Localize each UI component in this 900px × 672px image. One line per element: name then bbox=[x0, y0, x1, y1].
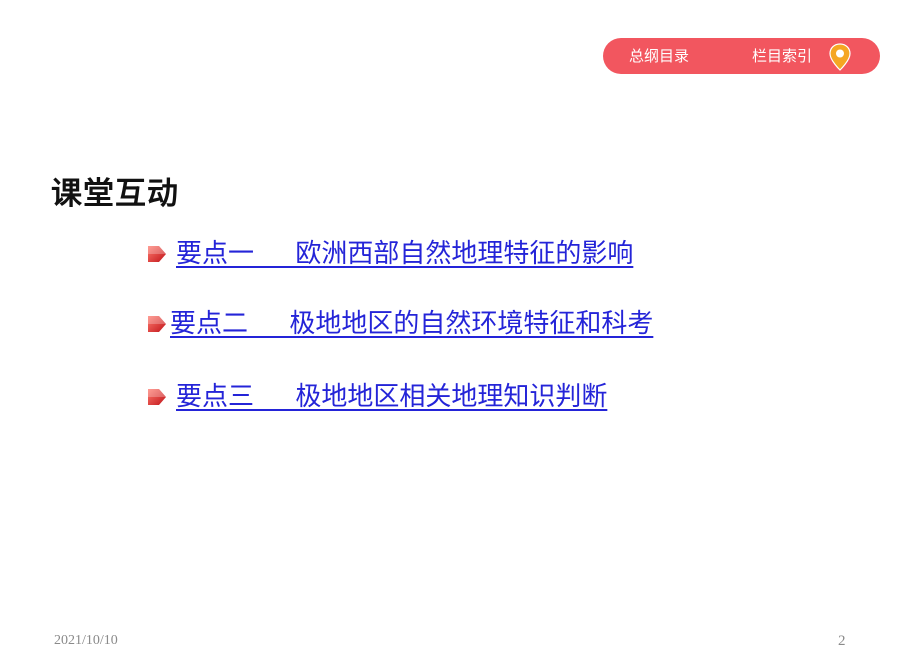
key-point-1-link[interactable]: 要点一 欧洲西部自然地理特征的影响 bbox=[146, 236, 633, 272]
page-title: 课堂互动 bbox=[51, 176, 179, 212]
red-arrow-bullet-icon bbox=[148, 246, 166, 262]
red-arrow-bullet-icon bbox=[148, 316, 166, 332]
key-point-2-link[interactable]: 要点二 极地地区的自然环境特征和科考 bbox=[146, 306, 653, 342]
key-point-3-label[interactable]: 要点三 极地地区相关地理知识判断 bbox=[176, 382, 608, 412]
toc-link[interactable]: 总纲目录 bbox=[629, 47, 690, 65]
footer-date: 2021/10/10 bbox=[54, 633, 118, 648]
nav-bar: 总纲目录 栏目索引 bbox=[603, 38, 880, 74]
key-point-1-label[interactable]: 要点一 欧洲西部自然地理特征的影响 bbox=[176, 239, 634, 269]
red-arrow-bullet-icon bbox=[148, 389, 166, 405]
key-point-3-link[interactable]: 要点三 极地地区相关地理知识判断 bbox=[146, 379, 607, 415]
section-index-link[interactable]: 栏目索引 bbox=[752, 47, 813, 65]
key-point-2-label[interactable]: 要点二 极地地区的自然环境特征和科考 bbox=[170, 309, 654, 339]
page-number: 2 bbox=[838, 633, 846, 649]
location-pin-icon bbox=[829, 43, 851, 71]
